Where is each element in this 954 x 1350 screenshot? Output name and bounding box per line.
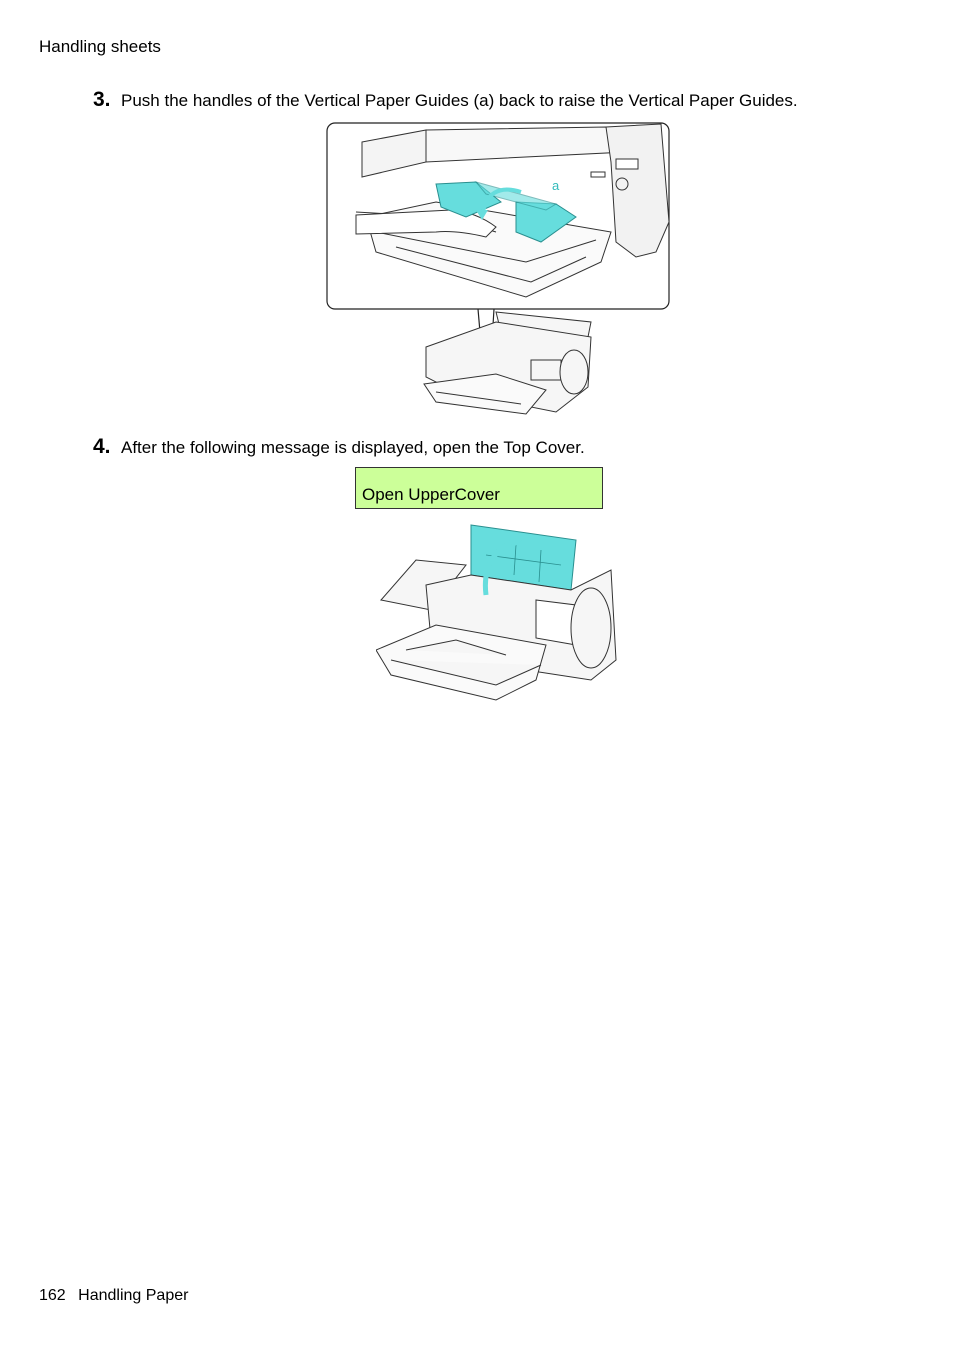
page-footer: 162 Handling Paper [39, 1287, 188, 1305]
step-number: 3. [93, 88, 111, 111]
step-text: After the following message is displayed… [121, 438, 585, 457]
page-header: Handling sheets [39, 37, 161, 56]
step-3: 3. Push the handles of the Vertical Pape… [93, 88, 798, 112]
push-arrow-icon [480, 187, 522, 215]
printer-message-text: Open UpperCover [362, 485, 500, 504]
printer-message-panel: Open UpperCover [355, 467, 603, 509]
page-number: 162 [39, 1287, 66, 1304]
printer-top-cover-illustration [376, 524, 617, 701]
printer-paper-guides-illustration: a [326, 122, 670, 415]
step-4: 4. After the following message is displa… [93, 435, 585, 459]
callout-label-a: a [552, 178, 560, 193]
step-number: 4. [93, 435, 111, 458]
open-arrow-icon [482, 537, 518, 596]
footer-section: Handling Paper [78, 1287, 189, 1304]
step-text: Push the handles of the Vertical Paper G… [121, 91, 798, 110]
